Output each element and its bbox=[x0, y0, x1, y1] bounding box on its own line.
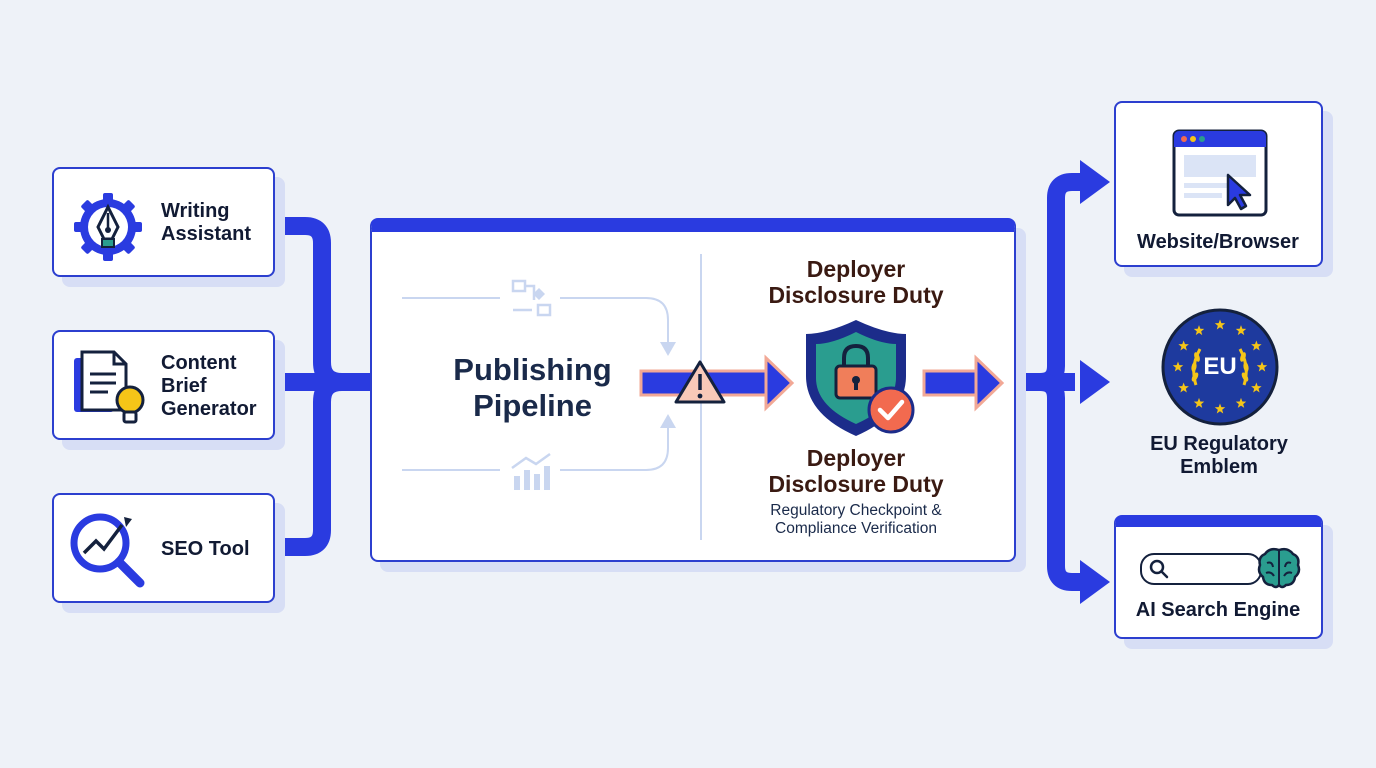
eu-star-icon bbox=[1251, 382, 1262, 393]
browser-window-icon bbox=[1172, 129, 1268, 217]
eu-star-icon bbox=[1251, 340, 1262, 351]
source-card-content-brief-generator: Content Brief Generator bbox=[52, 330, 275, 440]
duty-heading-bottom: Deployer Disclosure Duty bbox=[768, 445, 944, 497]
arrow-to-website bbox=[1080, 160, 1110, 204]
arrow-to-eu-emblem bbox=[1080, 360, 1110, 404]
eu-star-icon bbox=[1178, 340, 1189, 351]
brain-icon bbox=[1257, 547, 1301, 589]
source-label-writing-assistant: Writing Assistant bbox=[161, 200, 252, 245]
warning-icon bbox=[674, 360, 726, 404]
pipeline-title: Publishing Pipeline bbox=[453, 352, 612, 423]
output-label-ai-search-engine: AI Search Engine bbox=[1135, 599, 1301, 621]
connector-to-ai-search bbox=[1039, 373, 1086, 591]
search-bar bbox=[1140, 553, 1262, 585]
eu-star-icon bbox=[1214, 319, 1226, 330]
bar-chart-icon bbox=[511, 452, 551, 490]
eu-star-icon bbox=[1193, 397, 1205, 408]
arrow-to-ai-search bbox=[1080, 560, 1110, 604]
document-lightbulb-icon bbox=[74, 350, 145, 424]
duty-heading-top: Deployer Disclosure Duty bbox=[768, 256, 944, 308]
search-icon bbox=[1149, 559, 1169, 579]
output-card-website-browser: Website/Browser bbox=[1114, 101, 1323, 267]
check-badge-icon bbox=[867, 386, 915, 434]
source-card-writing-assistant: Writing Assistant bbox=[52, 167, 275, 277]
source-label-content-brief-generator: Content Brief Generator bbox=[161, 352, 257, 420]
eu-star-icon bbox=[1235, 325, 1247, 336]
eu-star-icon bbox=[1256, 361, 1268, 372]
source-card-seo-tool: SEO Tool bbox=[52, 493, 275, 603]
output-label-website-browser: Website/Browser bbox=[1137, 231, 1299, 253]
gear-pen-icon bbox=[74, 193, 142, 261]
checkpoint-caption: Regulatory Checkpoint & Compliance Verif… bbox=[770, 502, 942, 537]
source-label-seo-tool: SEO Tool bbox=[161, 538, 250, 560]
eu-star-icon bbox=[1235, 397, 1247, 408]
eu-star-icon bbox=[1172, 361, 1184, 372]
eu-star-icon bbox=[1214, 403, 1226, 414]
output-label-eu-emblem: EU Regulatory Emblem bbox=[1150, 433, 1288, 478]
eu-star-icon bbox=[1193, 325, 1205, 336]
exit-flow-arrow bbox=[922, 354, 1005, 412]
eu-emblem-text: EU bbox=[1203, 353, 1236, 380]
eu-star-icon bbox=[1178, 382, 1189, 393]
eu-emblem-icon: EU bbox=[1161, 308, 1279, 426]
workflow-icon bbox=[511, 279, 552, 317]
output-card-ai-search-engine: AI Search Engine bbox=[1114, 515, 1323, 639]
magnifier-chart-icon bbox=[70, 513, 145, 588]
